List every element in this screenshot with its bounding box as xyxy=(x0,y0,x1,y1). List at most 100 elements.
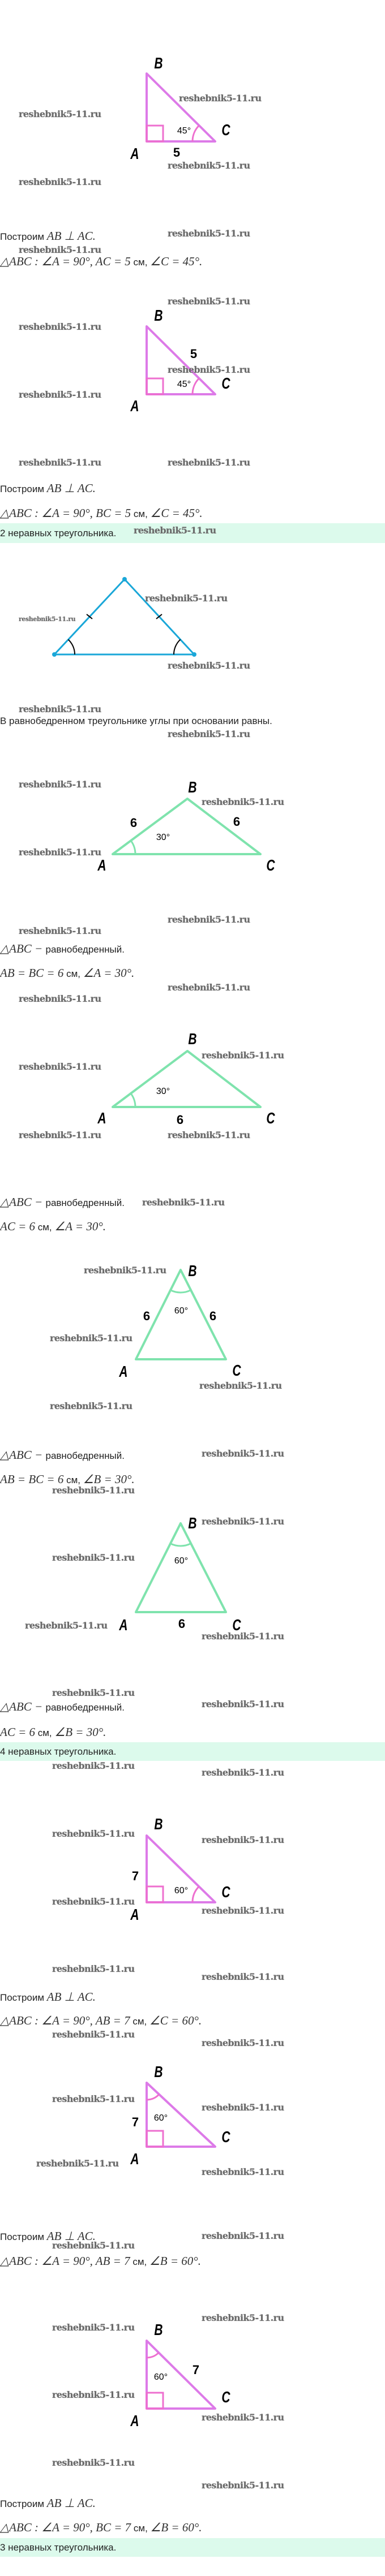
watermark: reshebnik5-11.ru xyxy=(52,2029,135,2040)
text-fragment: см, xyxy=(63,968,83,979)
watermark: reshebnik5-11.ru xyxy=(25,1620,108,1631)
text-line: Построим AB ⊥ AC. xyxy=(0,481,96,495)
vertex-label: B xyxy=(154,307,163,324)
vertex-label: A xyxy=(130,2412,139,2429)
triangle xyxy=(146,72,216,143)
math-expression: AB ⊥ AC. xyxy=(46,481,96,495)
answer-band: 4 неравных треугольника. xyxy=(0,1742,385,1761)
watermark: reshebnik5-11.ru xyxy=(202,2312,284,2323)
watermark: reshebnik5-11.ru xyxy=(168,364,250,375)
vertex-point xyxy=(52,652,57,657)
text-fragment: Построим xyxy=(0,1992,47,2003)
text-fragment: равнобедренный. xyxy=(45,1702,125,1713)
vertex-label: B xyxy=(154,2321,163,2338)
side-length-label: 7 xyxy=(131,2115,139,2129)
watermark: reshebnik5-11.ru xyxy=(19,1130,101,1140)
watermark: reshebnik5-11.ru xyxy=(168,914,250,925)
side-length-label: 6 xyxy=(178,1617,186,1631)
watermark: reshebnik5-11.ru xyxy=(52,1485,135,1496)
side-length-label: 6 xyxy=(143,1309,151,1323)
text-fragment: В равнобедренном треугольнике углы при о… xyxy=(0,716,272,726)
watermark: reshebnik5-11.ru xyxy=(168,1130,250,1140)
angle-arc xyxy=(170,1289,191,1294)
math-expression: ∠C = 45°. xyxy=(150,506,203,520)
text-line: △ABC : ∠A = 90°, AB = 7 см, ∠B = 60°. xyxy=(0,2254,201,2268)
watermark: reshebnik5-11.ru xyxy=(19,457,101,468)
angle-arc xyxy=(191,124,200,142)
vertex-label: C xyxy=(232,1362,241,1379)
watermark: reshebnik5-11.ru xyxy=(168,228,250,239)
text-fragment: равнобедренный. xyxy=(45,944,125,955)
side-length-label: 5 xyxy=(173,145,181,160)
triangle xyxy=(135,1522,227,1613)
right-angle-mark xyxy=(146,2130,164,2148)
text-line: △ABC − равнобедренный. xyxy=(0,1448,125,1462)
math-expression: ∠C = 45°. xyxy=(150,255,203,268)
vertex-label: B xyxy=(154,54,163,72)
answer-text: 3 неравных треугольника. xyxy=(0,2541,117,2553)
math-expression: ∠C = 60°. xyxy=(149,2014,202,2027)
math-expression: ∠B = 30°. xyxy=(83,1472,135,1486)
vertex-label: A xyxy=(130,145,139,162)
text-line: △ABC − равнобедренный. xyxy=(0,1195,125,1209)
angle-label: 60° xyxy=(174,1886,189,1896)
math-expression: △ABC : ∠A = 90°, AC = 5 xyxy=(0,255,131,268)
math-expression: ∠A = 30°. xyxy=(83,966,135,980)
text-fragment: равнобедренный. xyxy=(45,1450,125,1461)
vertex-label: C xyxy=(221,121,230,139)
text-line: △ABC : ∠A = 90°, BC = 5 см, ∠C = 45°. xyxy=(0,506,203,520)
angle-label: 30° xyxy=(156,833,170,842)
math-expression: AC = 6 xyxy=(0,1725,36,1739)
watermark: reshebnik5-11.ru xyxy=(19,1061,101,1072)
text-fragment: см, xyxy=(35,1728,55,1738)
angle-label: 45° xyxy=(177,380,191,389)
vertex-label: A xyxy=(130,397,139,415)
watermark: reshebnik5-11.ru xyxy=(19,321,101,332)
answer-band: 2 неравных треугольника. xyxy=(0,523,385,543)
math-expression: AB ⊥ AC. xyxy=(46,229,96,243)
watermark: reshebnik5-11.ru xyxy=(202,1971,284,1982)
math-expression: ∠B = 30°. xyxy=(54,1725,106,1739)
text-line: AC = 6 см, ∠A = 30°. xyxy=(0,1220,106,1233)
watermark: reshebnik5-11.ru xyxy=(52,2322,135,2333)
watermark: reshebnik5-11.ru xyxy=(202,1905,284,1916)
angle-arc xyxy=(146,2352,160,2359)
text-line: Построим AB ⊥ AC. xyxy=(0,229,96,243)
watermark: reshebnik5-11.ru xyxy=(168,982,250,993)
text-line: △ABC − равнобедренный. xyxy=(0,942,125,955)
vertex-label: B xyxy=(188,1262,197,1280)
watermark: reshebnik5-11.ru xyxy=(52,1896,135,1907)
text-fragment: см, xyxy=(35,1222,55,1233)
vertex-point xyxy=(122,577,127,581)
vertex-label: B xyxy=(154,1815,163,1833)
angle-arc xyxy=(146,2093,160,2101)
vertex-label: A xyxy=(130,1906,139,1923)
triangle xyxy=(146,325,216,395)
math-expression: ∠A = 30°. xyxy=(54,1220,106,1233)
side-length-label: 7 xyxy=(131,1869,139,1883)
vertex-label: A xyxy=(130,2150,139,2168)
answer-band: 3 неравных треугольника. xyxy=(0,2538,385,2557)
angle-arc xyxy=(173,639,181,655)
watermark: reshebnik5-11.ru xyxy=(168,729,250,739)
vertex-label: C xyxy=(266,856,275,874)
watermark: reshebnik5-11.ru xyxy=(52,2457,135,2468)
side-length-label: 6 xyxy=(176,1113,184,1127)
angle-arc xyxy=(130,840,136,855)
text-line: AB = BC = 6 см, ∠B = 30°. xyxy=(0,1472,135,1486)
math-expression: AB ⊥ AC. xyxy=(46,2229,96,2243)
watermark: reshebnik5-11.ru xyxy=(19,993,101,1004)
text-line: △ABC : ∠A = 90°, BC = 7 см, ∠B = 60°. xyxy=(0,2521,202,2534)
watermark: reshebnik5-11.ru xyxy=(179,93,262,104)
angle-arc xyxy=(170,1543,191,1547)
math-expression: AB = BC = 6 xyxy=(0,966,64,980)
angle-label: 60° xyxy=(174,1556,189,1566)
math-expression: AB ⊥ AC. xyxy=(46,1990,96,2004)
watermark: reshebnik5-11.ru xyxy=(168,296,250,307)
angle-label: 30° xyxy=(156,1087,170,1096)
vertex-label: A xyxy=(97,1109,106,1127)
side-length-label: 6 xyxy=(209,1309,217,1323)
text-line: △ABC − равнобедренный. xyxy=(0,1700,125,1713)
watermark: reshebnik5-11.ru xyxy=(202,1516,284,1527)
angle-arc xyxy=(67,639,75,655)
